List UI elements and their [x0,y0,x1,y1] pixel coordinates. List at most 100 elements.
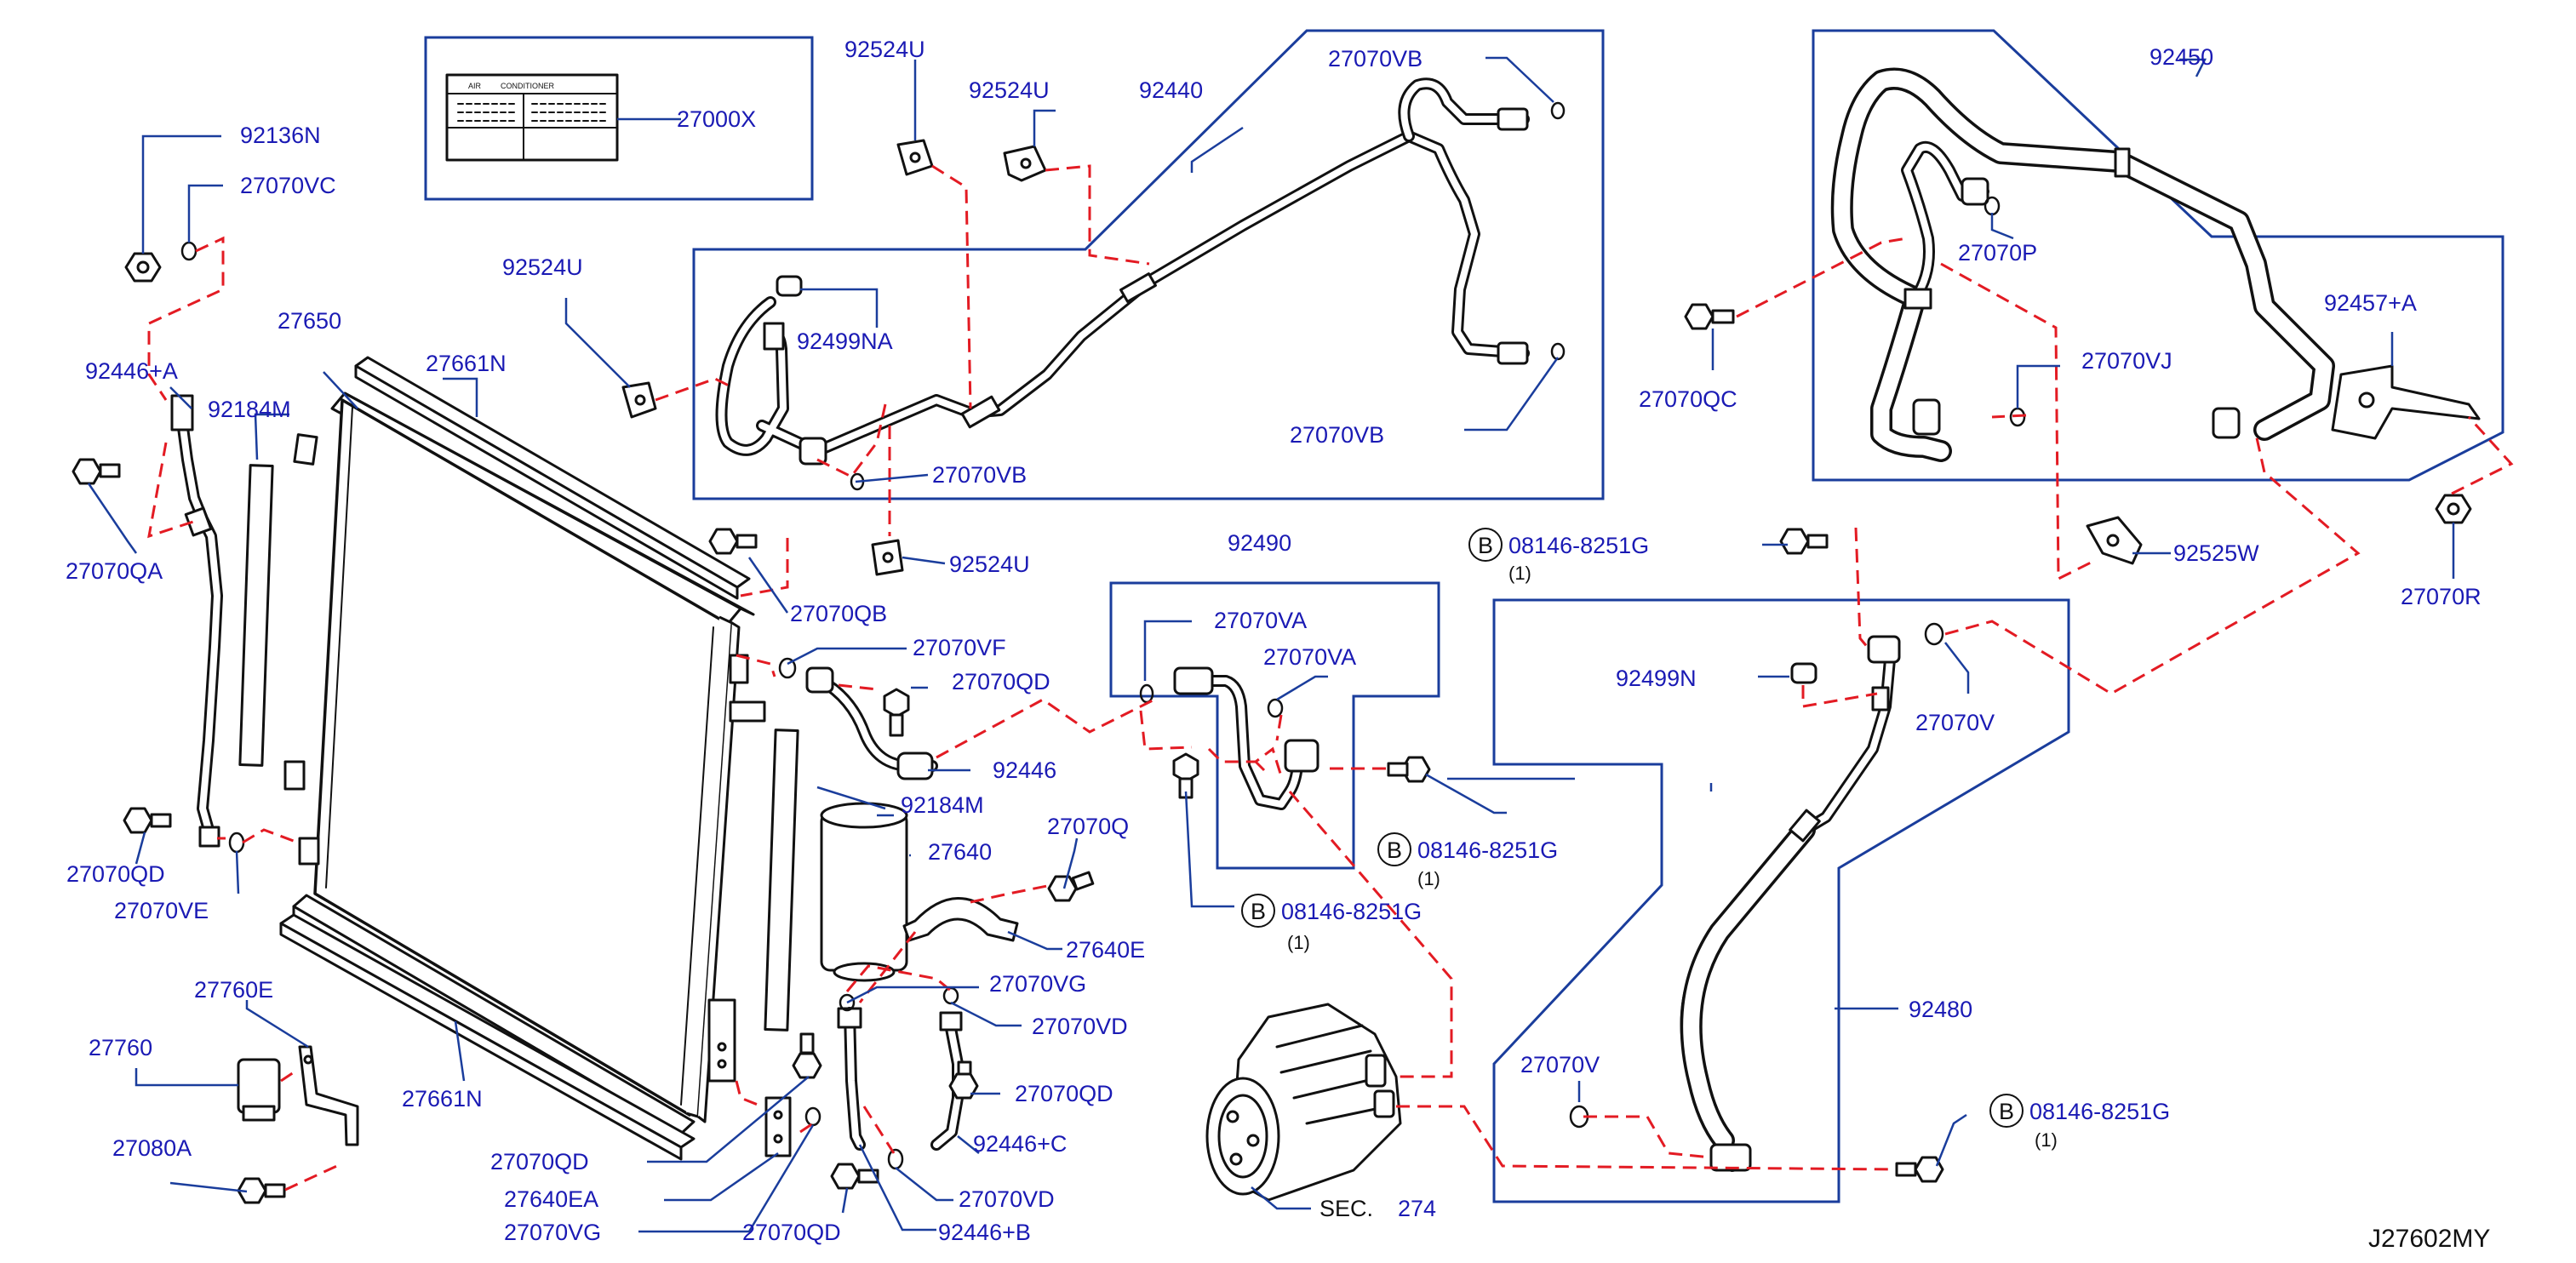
hose-92480 [1680,635,1901,1172]
label-08146-c: 08146-8251G [1281,899,1422,924]
label-27070VD-b: 27070VD [959,1186,1055,1212]
label-92446: 92446 [993,757,1056,783]
cap-92499N [1790,662,1818,684]
bolt-icon-27070QD-c [948,1060,979,1100]
pipe-92446 [805,666,938,780]
label-card-box [424,36,814,201]
label-27070QD-e: 27070QD [742,1220,841,1245]
label-27070QC: 27070QC [1639,386,1737,412]
liquid-tank-27640 [820,802,908,982]
label-27070VC: 27070VC [240,173,336,198]
bolt-icon-08146-d [1895,1156,1944,1183]
condenser-27650 [283,391,766,1146]
pipe-92440 [715,77,1530,466]
label-27070QD-b: 27070QD [66,861,165,887]
bolt-badge-a: B [1468,528,1503,562]
bolt-icon-27070QD-d [792,1032,822,1079]
label-92440: 92440 [1139,77,1203,103]
svg-text:B: B [1251,899,1266,924]
group-box-92480 [1492,598,2070,1203]
label-92446B: 92446+B [938,1220,1031,1245]
label-27070Q: 27070Q [1047,814,1129,839]
group-box-92490 [1109,581,1440,870]
label-27661N-b: 27661N [402,1086,483,1112]
group-box-92440 [692,29,1605,500]
svg-text:B: B [1387,837,1402,863]
label-27070QD-a: 27070QD [952,669,1050,694]
label-27070VG-b: 27070VG [504,1220,601,1245]
leader-lines [87,56,2455,1233]
svg-text:B: B [1478,533,1493,558]
label-card-line2: CONDITIONER [501,82,555,90]
label-27070VD-a: 27070VD [1032,1014,1128,1039]
label-27640: 27640 [928,839,992,865]
bolt-icon-08146-c [1172,752,1199,799]
bolt-icon-27070QC [1684,303,1735,330]
label-92446C: 92446+C [973,1131,1067,1157]
bolt-badge-b: B [1377,832,1411,866]
side-seal-92184M-left [238,464,274,767]
seal-27661N-upper [354,356,751,600]
label-27070QB: 27070QB [790,601,887,626]
label-sec: SEC. [1319,1196,1373,1221]
label-27070VJ: 27070VJ [2081,348,2172,374]
qty-08146-a: (1) [1508,563,1531,584]
compressor [1205,1003,1402,1202]
clip-icon-92524U-b [1003,145,1047,182]
label-92499N: 92499N [1616,666,1697,691]
label-27070VB-b: 27070VB [1290,422,1384,448]
label-08146-a: 08146-8251G [1508,533,1649,558]
bolt-badge-c: B [1241,894,1275,928]
group-box-92450 [1812,29,2504,482]
label-27000X: 27000X [677,106,756,132]
nut-icon-27070R [2435,494,2472,524]
label-92499NA: 92499NA [797,329,893,354]
label-27070QD-c: 27070QD [1015,1081,1113,1106]
qty-08146-b: (1) [1417,868,1440,889]
clip-icon-92524U-c [621,381,657,419]
label-92525W: 92525W [2173,540,2259,566]
bolt-badge-d: B [1989,1094,2024,1128]
bracket-27760E [298,1045,359,1146]
label-27070VA-a: 27070VA [1214,608,1307,633]
sensor-27760 [237,1058,281,1122]
tank-bracket-27640E [902,897,1019,942]
hose-92450 [1830,67,2335,462]
qty-08146-d: (1) [2035,1129,2058,1151]
part-labels: 92136N 27070VC 92446+A 92184M 27070QA 27… [66,37,2490,1253]
pipe-92446A [170,394,223,848]
label-27070VB-c: 27070VB [932,462,1027,488]
label-92490: 92490 [1228,530,1291,556]
label-92524U-b: 92524U [969,77,1050,103]
label-08146-d: 08146-8251G [2029,1099,2170,1124]
bolt-icon-27070QD-a [883,688,910,737]
label-92457A: 92457+A [2324,290,2417,316]
bolt-icon-27070QD-b [123,807,172,834]
side-seal-92184M-right [764,729,799,1032]
bolt-icon-27080A [237,1177,286,1204]
qty-08146-c: (1) [1287,932,1310,953]
label-27070VB-a: 27070VB [1328,46,1423,71]
label-92136N: 92136N [240,123,321,148]
label-92184M-a: 92184M [208,397,291,422]
clip-icon-92524U-d [871,539,904,576]
label-92524U-c: 92524U [502,254,583,280]
seal-27661N-lower [279,913,696,1161]
cap-92499NA [776,275,803,297]
ac-label-card: AIR CONDITIONER [445,73,619,162]
label-card-line1: AIR [468,82,482,90]
label-27070V-b: 27070V [1520,1052,1600,1077]
label-92524U-a: 92524U [844,37,925,62]
label-92450: 92450 [2150,44,2213,70]
diagram-id-code: J27602MY [2368,1225,2490,1253]
label-92524U-d: 92524U [949,551,1030,577]
label-27070VA-b: 27070VA [1263,644,1356,670]
label-27640EA: 27640EA [504,1186,598,1212]
label-27070R: 27070R [2401,584,2482,609]
label-27661N-a: 27661N [426,351,507,376]
nut-icon-92136N [124,252,162,283]
clip-icon-92524U-a [896,139,934,176]
label-27070P: 27070P [1958,240,2037,266]
bolt-icon-27070Q [1047,871,1095,902]
label-27080A: 27080A [112,1135,192,1161]
